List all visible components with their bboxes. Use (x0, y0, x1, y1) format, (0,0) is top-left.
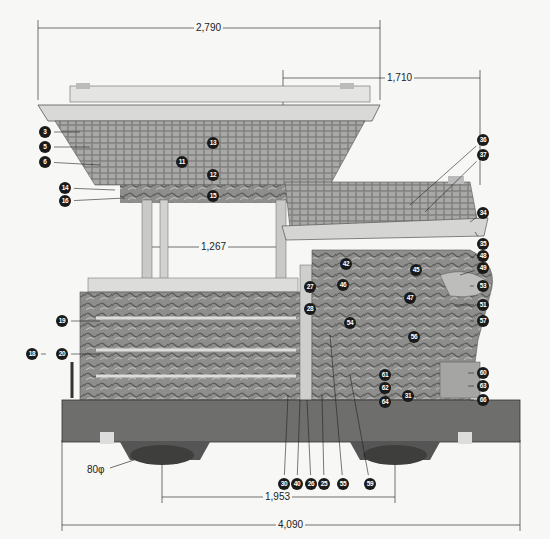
callout-number: 16 (59, 195, 71, 207)
leader-line (54, 147, 90, 148)
leader-line (470, 257, 474, 259)
callout-number: 54 (344, 317, 356, 329)
callout-number: 55 (337, 478, 349, 490)
callout-number: 3 (39, 126, 51, 138)
leader-line (470, 400, 474, 401)
callout-number: 34 (477, 207, 489, 219)
dimension-label: 80φ (85, 464, 107, 476)
dimension-label: 2,790 (194, 22, 223, 34)
callout-number: 61 (379, 369, 391, 381)
callout-number: 45 (410, 264, 422, 276)
leader-line (41, 354, 46, 355)
callout-number: 49 (477, 262, 489, 274)
dimension-label: 4,090 (276, 519, 305, 531)
callout-number: 5 (39, 141, 51, 153)
callout-number: 11 (176, 156, 188, 168)
callout-number: 19 (56, 315, 68, 327)
callout-number: 20 (56, 348, 68, 360)
callout-number: 46 (337, 279, 349, 291)
callout-number: 12 (207, 169, 219, 181)
callout-number: 26 (305, 478, 317, 490)
leader-line (350, 375, 368, 475)
leader-line (71, 354, 100, 355)
callout-number: 60 (477, 367, 489, 379)
callout-number: 6 (39, 156, 51, 168)
callout-number: 36 (477, 134, 489, 146)
callout-number: 14 (59, 182, 71, 194)
callout-number: 27 (304, 281, 316, 293)
leader-line (297, 400, 300, 475)
callout-number: 42 (340, 258, 352, 270)
callout-number: 53 (477, 280, 489, 292)
callout-number: 63 (477, 380, 489, 392)
callout-number: 62 (379, 382, 391, 394)
callout-number: 28 (304, 303, 316, 315)
callout-number: 15 (207, 190, 219, 202)
leader-line (284, 395, 288, 475)
leader-line (468, 373, 474, 374)
leader-line (468, 386, 474, 387)
leader-line (322, 395, 324, 475)
leader-line (330, 335, 342, 475)
callout-number: 40 (291, 478, 303, 490)
callout-number: 57 (477, 315, 489, 327)
leader-line (54, 132, 80, 133)
dimension-label: 1,267 (199, 241, 228, 253)
dimension-label: 1,710 (385, 72, 414, 84)
callout-number: 35 (477, 238, 489, 250)
callout-number: 59 (364, 478, 376, 490)
leader-line (460, 271, 474, 275)
callout-number: 25 (318, 478, 330, 490)
leader-line (470, 286, 474, 287)
leader-line (410, 146, 476, 205)
leader-line (425, 161, 477, 212)
leader-line (74, 188, 115, 190)
callout-number: 30 (278, 478, 290, 490)
callout-number: 18 (26, 348, 38, 360)
callout-number: 51 (477, 299, 489, 311)
callout-number: 47 (404, 292, 416, 304)
callout-number: 48 (477, 250, 489, 262)
leader-line (470, 321, 474, 322)
callout-number: 13 (207, 137, 219, 149)
callout-number: 56 (408, 331, 420, 343)
callout-number: 37 (477, 149, 489, 161)
leader-line (74, 198, 125, 201)
callout-number: 31 (402, 390, 414, 402)
leader-line (307, 400, 311, 475)
dimension-label: 1,953 (263, 491, 292, 503)
callout-number: 66 (477, 394, 489, 406)
leader-line (71, 321, 100, 322)
leader-line (455, 305, 474, 306)
leader-line (475, 232, 478, 237)
leader-line (470, 218, 476, 222)
leader-line (54, 162, 100, 165)
callout-number: 64 (379, 396, 391, 408)
